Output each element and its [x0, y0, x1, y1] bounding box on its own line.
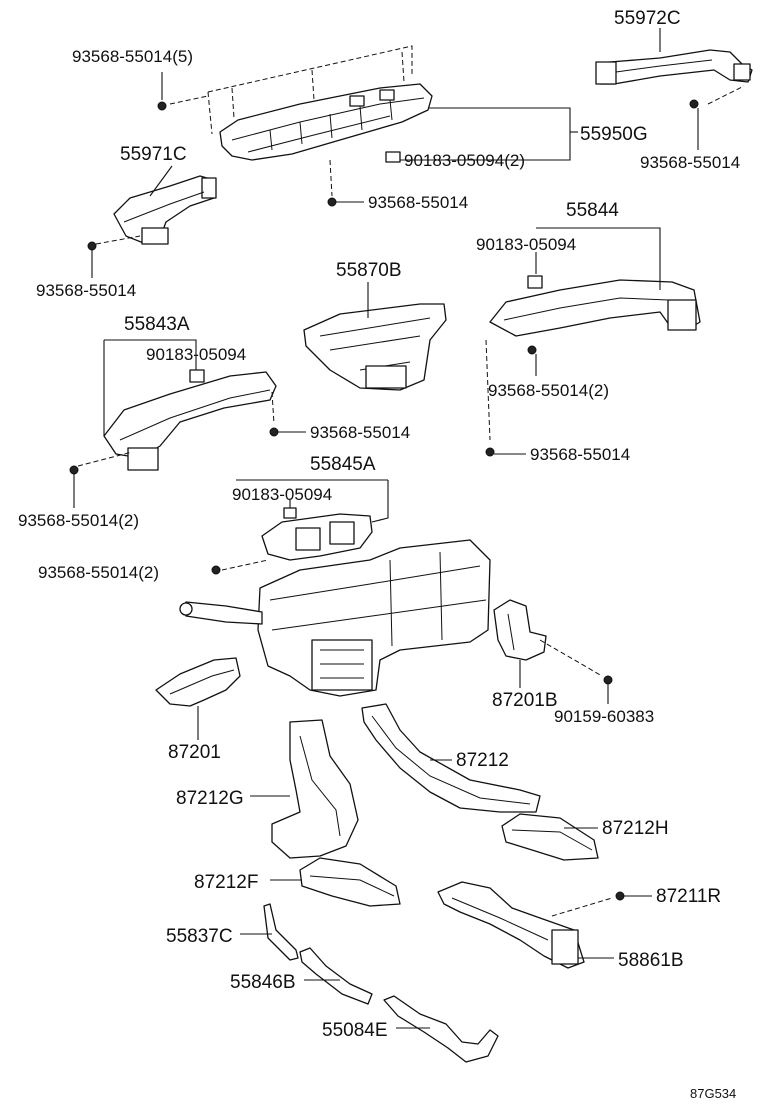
part-55870b[interactable] — [303, 303, 447, 391]
bolt-icon — [615, 891, 625, 901]
part-87212g[interactable] — [271, 719, 359, 859]
clip-icon — [527, 275, 543, 289]
label-90159-60383[interactable]: 90159-60383 — [554, 707, 654, 726]
label-58861b[interactable]: 58861B — [618, 950, 684, 971]
label-93568-55014-r2[interactable]: 93568-55014 — [530, 445, 630, 464]
bolt-icon — [157, 101, 337, 207]
part-55971c[interactable] — [113, 175, 217, 245]
label-93568-55014-left[interactable]: 93568-55014 — [36, 281, 136, 300]
bolt-icon — [69, 465, 79, 475]
part-55084e[interactable] — [383, 995, 499, 1063]
part-55950g[interactable] — [219, 83, 433, 161]
label-55846b[interactable]: 55846B — [230, 972, 296, 993]
part-55844[interactable] — [489, 279, 701, 337]
label-55845a[interactable]: 55845A — [310, 454, 376, 475]
label-87212h[interactable]: 87212H — [602, 818, 669, 839]
part-55843a[interactable] — [103, 371, 277, 471]
label-87201[interactable]: 87201 — [168, 742, 221, 763]
label-87201b[interactable]: 87201B — [492, 690, 558, 711]
label-55844[interactable]: 55844 — [566, 200, 619, 221]
label-87212f[interactable]: 87212F — [194, 872, 258, 893]
part-55846b[interactable] — [299, 947, 373, 1005]
part-55845a[interactable] — [261, 513, 373, 561]
label-93568-55014-5[interactable]: 93568-55014(5) — [72, 47, 193, 66]
part-87201[interactable] — [155, 657, 241, 707]
clip-icon — [189, 369, 205, 383]
label-87211r[interactable]: 87211R — [656, 886, 721, 907]
part-58861b[interactable] — [437, 881, 585, 969]
label-90183-05094-2[interactable]: 90183-05094(2) — [404, 151, 525, 170]
diagram-code: 87G534 — [690, 1086, 736, 1101]
bolt-icon — [211, 565, 221, 575]
label-55084e[interactable]: 55084E — [322, 1020, 388, 1041]
label-93568-55014-2-c[interactable]: 93568-55014(2) — [38, 563, 159, 582]
label-87212[interactable]: 87212 — [456, 750, 509, 771]
label-90183-05094-c[interactable]: 90183-05094 — [232, 485, 332, 504]
label-55971c[interactable]: 55971C — [120, 144, 187, 165]
label-93568-55014-mid[interactable]: 93568-55014 — [368, 193, 468, 212]
bolt-icon — [87, 241, 97, 251]
bolt-icon — [689, 99, 699, 109]
label-55837c[interactable]: 55837C — [166, 926, 233, 947]
label-55972c[interactable]: 55972C — [614, 8, 681, 29]
part-87212[interactable] — [361, 703, 541, 813]
part-87201b[interactable] — [493, 599, 547, 661]
label-93568-55014-2-r[interactable]: 93568-55014(2) — [488, 381, 609, 400]
part-hvac-unit[interactable] — [179, 539, 491, 697]
label-90183-05094-r[interactable]: 90183-05094 — [476, 235, 576, 254]
part-87212f[interactable] — [299, 857, 401, 907]
label-55950g[interactable]: 55950G — [580, 124, 648, 145]
part-55972c[interactable] — [595, 49, 753, 85]
label-90183-05094-l[interactable]: 90183-05094 — [146, 345, 246, 364]
label-55870b[interactable]: 55870B — [336, 260, 402, 281]
bolt-icon — [485, 447, 495, 457]
bolt-icon — [527, 345, 537, 355]
label-93568-55014-c[interactable]: 93568-55014 — [310, 423, 410, 442]
label-93568-55014-2-l[interactable]: 93568-55014(2) — [18, 511, 139, 530]
label-93568-55014-tr[interactable]: 93568-55014 — [640, 153, 740, 172]
label-87212g[interactable]: 87212G — [176, 788, 244, 809]
bolt-icon — [603, 675, 613, 685]
bolt-icon — [269, 427, 279, 437]
clip-icon — [283, 507, 297, 519]
part-55837c[interactable] — [263, 903, 299, 961]
label-55843a[interactable]: 55843A — [124, 314, 190, 335]
clip-icon — [385, 151, 401, 163]
part-87212h[interactable] — [501, 813, 599, 861]
dashed-outline-55950g — [169, 45, 413, 197]
